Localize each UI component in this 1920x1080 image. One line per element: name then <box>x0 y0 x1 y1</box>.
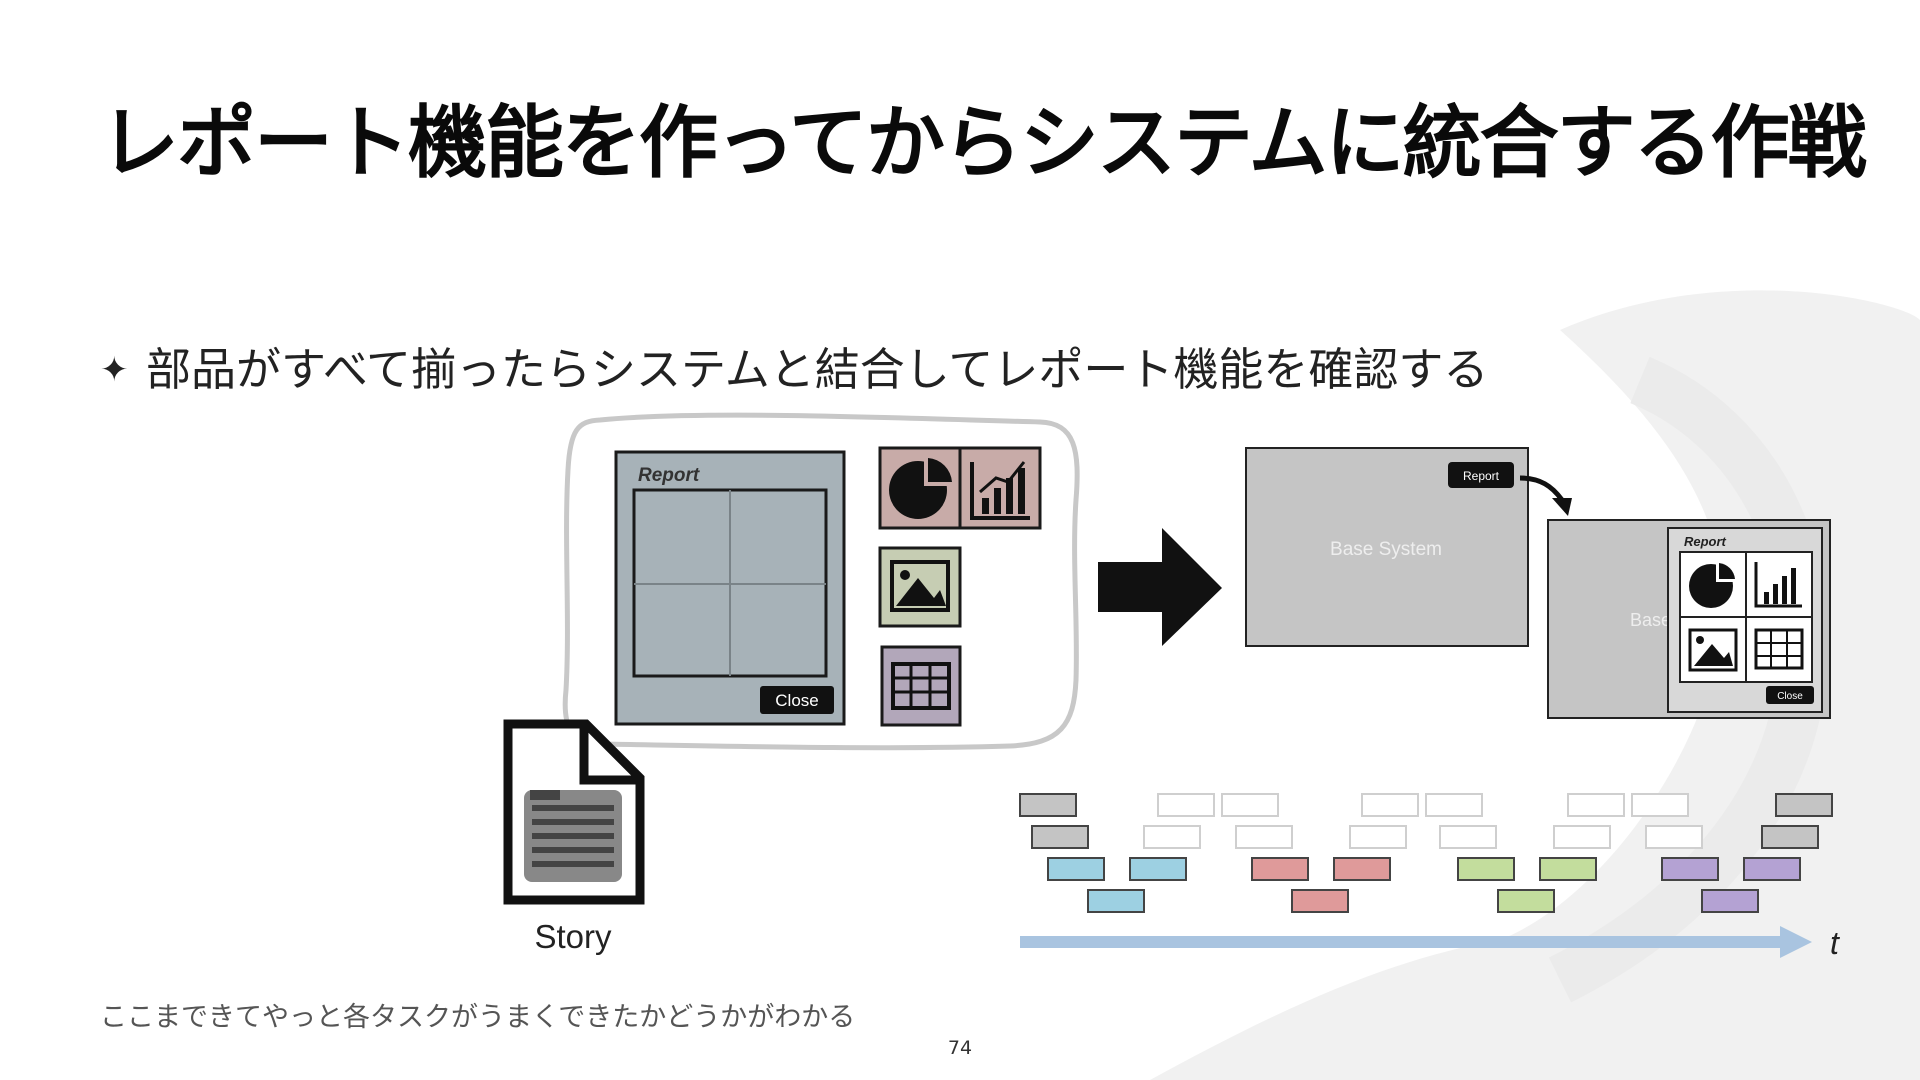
task-block <box>1661 857 1719 881</box>
report-panel-label: Report <box>638 465 700 486</box>
task-block <box>1743 857 1801 881</box>
task-block <box>1701 889 1759 913</box>
speaker-note: ここまできてやっと各タスクがうまくできたかどうかがわかる <box>100 1002 856 1033</box>
base-system-window: Base System Report <box>1245 447 1529 647</box>
task-block <box>1251 857 1309 881</box>
mini-table-icon <box>1754 628 1804 670</box>
task-block <box>1291 889 1349 913</box>
task-placeholder <box>1349 825 1407 849</box>
mini-image-icon <box>1688 628 1738 672</box>
report-button-label: Report <box>1463 469 1500 483</box>
close-button-label: Close <box>775 691 818 710</box>
base-system-with-report: Base Report <box>1547 519 1831 719</box>
task-timeline <box>1019 793 1833 913</box>
task-placeholder <box>1567 793 1625 817</box>
task-block <box>1457 857 1515 881</box>
mini-close-button[interactable] <box>1766 686 1814 704</box>
task-placeholder <box>1235 825 1293 849</box>
task-block <box>1761 825 1819 849</box>
task-placeholder <box>1221 793 1279 817</box>
curved-arrow <box>1519 475 1565 502</box>
bullet-point: ✦ 部品がすべて揃ったらシステムと結合してレポート機能を確認する <box>100 333 1488 398</box>
task-block <box>1497 889 1555 913</box>
task-placeholder <box>1631 793 1689 817</box>
bar-chart-icon <box>970 461 1030 520</box>
integration-arrow <box>1098 528 1222 646</box>
base-system-label: Base System <box>1330 539 1442 560</box>
mini-close-button-label: Close <box>1777 691 1803 702</box>
bullet-star-icon: ✦ <box>100 350 129 390</box>
pie-chart-icon <box>889 456 954 519</box>
base-truncated-label: Base <box>1630 610 1671 630</box>
task-placeholder <box>1553 825 1611 849</box>
task-placeholder <box>1425 793 1483 817</box>
task-block <box>1031 825 1089 849</box>
image-icon-component <box>878 546 962 628</box>
task-placeholder <box>1439 825 1497 849</box>
chart-icons-component <box>878 446 1042 530</box>
task-placeholder <box>1645 825 1703 849</box>
task-placeholder <box>1361 793 1419 817</box>
mini-bar-chart-icon <box>1754 562 1802 608</box>
report-panel: Report Close <box>614 450 846 726</box>
task-block <box>1087 889 1145 913</box>
task-placeholder <box>1143 825 1201 849</box>
table-icon-component <box>880 645 962 727</box>
story-label: Story <box>534 918 612 955</box>
slide-title: レポート機能を作ってからシステムに統合する作戦 <box>100 97 1867 189</box>
page-number: 74 <box>947 1037 973 1059</box>
mini-report-label: Report <box>1684 534 1727 549</box>
task-block <box>1129 857 1187 881</box>
story-document-icon <box>503 719 645 905</box>
task-block <box>1047 857 1105 881</box>
task-block <box>1019 793 1077 817</box>
time-axis-arrow <box>1020 926 1812 958</box>
task-block <box>1775 793 1833 817</box>
mini-pie-chart-icon <box>1689 560 1738 608</box>
report-button[interactable] <box>1448 462 1514 488</box>
task-placeholder <box>1157 793 1215 817</box>
close-button[interactable] <box>760 686 834 714</box>
task-block <box>1539 857 1597 881</box>
bullet-text: 部品がすべて揃ったらシステムと結合してレポート機能を確認する <box>146 343 1489 396</box>
time-axis-label: t <box>1830 925 1840 961</box>
task-block <box>1333 857 1391 881</box>
